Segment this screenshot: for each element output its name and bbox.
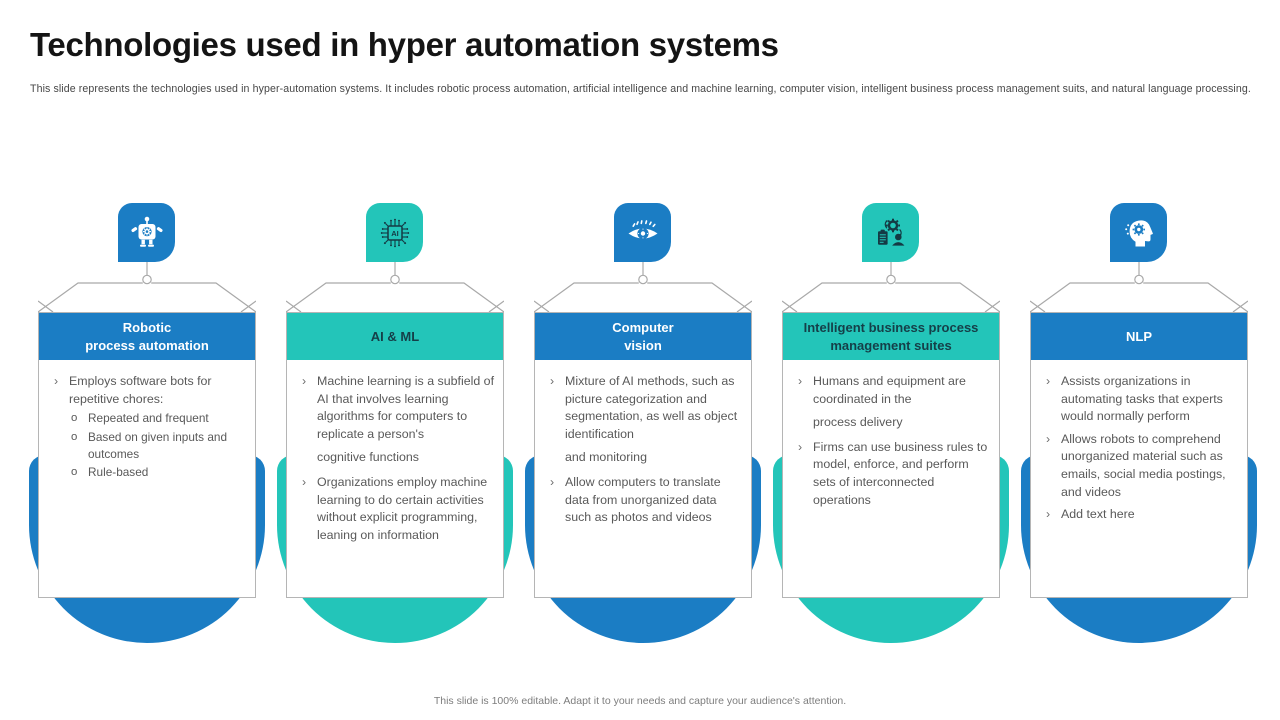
- sub-bullet-marker-icon: o: [71, 412, 78, 425]
- eye-icon: [614, 203, 671, 262]
- card-body: › Employs software bots for repetitive c…: [39, 360, 255, 481]
- card-body: › Machine learning is a subfield of AI t…: [287, 360, 503, 544]
- card-title: Computer vision: [535, 313, 751, 360]
- bullet-item: › Add text here: [1046, 506, 1238, 524]
- tech-column-ibpms: Intelligent business process management …: [773, 203, 1009, 643]
- page-subtitle: This slide represents the technologies u…: [30, 83, 1251, 95]
- card-title-line1: Intelligent business process: [803, 320, 979, 336]
- card-title-line1: NLP: [1126, 328, 1152, 344]
- sub-bullet-text: Rule-based: [88, 465, 149, 480]
- card-body: › Assists organizations in automating ta…: [1031, 360, 1247, 524]
- rpa-card: Robotic process automation › Employs sof…: [38, 312, 256, 598]
- eye-icon-glyph: [628, 219, 657, 239]
- card-title-line1: Robotic: [122, 320, 172, 336]
- nlp-card: NLP › Assists organizations in automatin…: [1030, 312, 1248, 598]
- bullet-item: › Allows robots to comprehend unorganize…: [1046, 431, 1238, 501]
- bullet-marker-icon: ›: [798, 374, 803, 388]
- card-title-line1: Computer: [612, 320, 674, 336]
- bullet-item: › Machine learning is a subfield of AI t…: [302, 373, 494, 469]
- sub-bullet-marker-icon: o: [71, 430, 78, 443]
- gears-person-icon: [862, 203, 919, 262]
- sub-bullet-marker-icon: o: [71, 466, 78, 479]
- tech-column-ai-ml: AI: [277, 203, 513, 643]
- card-title: Robotic process automation: [39, 313, 255, 360]
- bullet-marker-icon: ›: [1046, 374, 1051, 388]
- ibpms-card: Intelligent business process management …: [782, 312, 1000, 598]
- bullet-item: › Allow computers to translate data from…: [550, 474, 742, 527]
- card-body: › Humans and equipment are coordinated i…: [783, 360, 999, 509]
- sub-bullet-item: o Based on given inputs and outcomes: [69, 429, 246, 463]
- robot-icon-glyph: [130, 216, 163, 247]
- bullet-item: › Organizations employ machine learning …: [302, 474, 494, 544]
- bullet-marker-icon: ›: [1046, 507, 1051, 522]
- bullet-item: › Humans and equipment are coordinated i…: [798, 373, 990, 434]
- connector-line: [782, 262, 1000, 312]
- computer-vision-card: Computer vision › Mixture of AI methods,…: [534, 312, 752, 598]
- bullet-text: Humans and equipment are coordinated in …: [813, 374, 966, 406]
- bullet-text: Add text here: [1061, 507, 1135, 522]
- bullet-item: › Assists organizations in automating ta…: [1046, 373, 1238, 426]
- bullet-text: Mixture of AI methods, such as picture c…: [565, 374, 738, 441]
- bullet-text: Machine learning is a subfield of AI tha…: [317, 374, 495, 441]
- ai-ml-card: AI & ML › Machine learning is a subfield…: [286, 312, 504, 598]
- bullet-text: Assists organizations in automating task…: [1061, 374, 1223, 424]
- connector-line: [286, 262, 504, 312]
- tech-column-nlp: NLP › Assists organizations in automatin…: [1021, 203, 1257, 643]
- gears-person-icon-glyph: [877, 218, 904, 246]
- bullet-marker-icon: ›: [302, 374, 307, 388]
- bullet-marker-icon: ›: [550, 374, 555, 388]
- card-title-line2: management suites: [830, 337, 952, 353]
- sub-bullet-text: Repeated and frequent: [88, 411, 209, 426]
- connector-line: [534, 262, 752, 312]
- bullet-text: Employs software bots for repetitive cho…: [69, 374, 212, 406]
- svg-text:AI: AI: [391, 228, 399, 237]
- page-title: Technologies used in hyper automation sy…: [30, 26, 779, 63]
- card-title-line1: AI & ML: [370, 328, 420, 344]
- tech-column-computer-vision: Computer vision › Mixture of AI methods,…: [525, 203, 761, 643]
- bullet-item: › Firms can use business rules to model,…: [798, 439, 990, 509]
- bullet-text: Organizations employ machine learning to…: [317, 475, 488, 542]
- slide-footer-note: This slide is 100% editable. Adapt it to…: [433, 695, 847, 707]
- card-title: Intelligent business process management …: [783, 313, 999, 360]
- sub-bullet-text: Based on given inputs and outcomes: [88, 429, 228, 461]
- card-title: NLP: [1031, 313, 1247, 360]
- bullet-text: Allows robots to comprehend unorganized …: [1061, 431, 1226, 499]
- bullet-text-continuation: cognitive functions: [317, 450, 419, 465]
- tech-column-rpa: Robotic process automation › Employs sof…: [29, 203, 265, 643]
- bullet-text: Firms can use business rules to model, e…: [813, 439, 988, 507]
- bullet-marker-icon: ›: [550, 475, 555, 490]
- card-title: AI & ML: [287, 313, 503, 360]
- connector-line: [38, 262, 256, 312]
- connector-line: [1030, 262, 1248, 312]
- head-gear-icon: [1110, 203, 1167, 262]
- ai-chip-icon-glyph: AI: [380, 218, 409, 247]
- bullet-text-continuation: and monitoring: [565, 450, 647, 465]
- bullet-marker-icon: ›: [302, 475, 307, 490]
- bullet-item: › Employs software bots for repetitive c…: [54, 373, 246, 481]
- sub-bullet-item: o Repeated and frequent: [69, 410, 246, 427]
- bullet-marker-icon: ›: [1046, 431, 1051, 446]
- bullet-item: › Mixture of AI methods, such as picture…: [550, 373, 742, 469]
- sub-bullet-item: o Rule-based: [69, 464, 246, 481]
- card-title-line2: vision: [624, 337, 662, 353]
- card-body: › Mixture of AI methods, such as picture…: [535, 360, 751, 527]
- bullet-text: Allow computers to translate data from u…: [565, 475, 721, 525]
- bullet-marker-icon: ›: [54, 374, 59, 388]
- bullet-text-continuation: process delivery: [813, 415, 903, 430]
- card-title-line2: process automation: [85, 337, 209, 353]
- bullet-marker-icon: ›: [798, 439, 803, 454]
- ai-chip-icon: AI: [366, 203, 423, 262]
- robot-icon: [118, 203, 175, 262]
- head-gear-icon-glyph: [1124, 219, 1153, 246]
